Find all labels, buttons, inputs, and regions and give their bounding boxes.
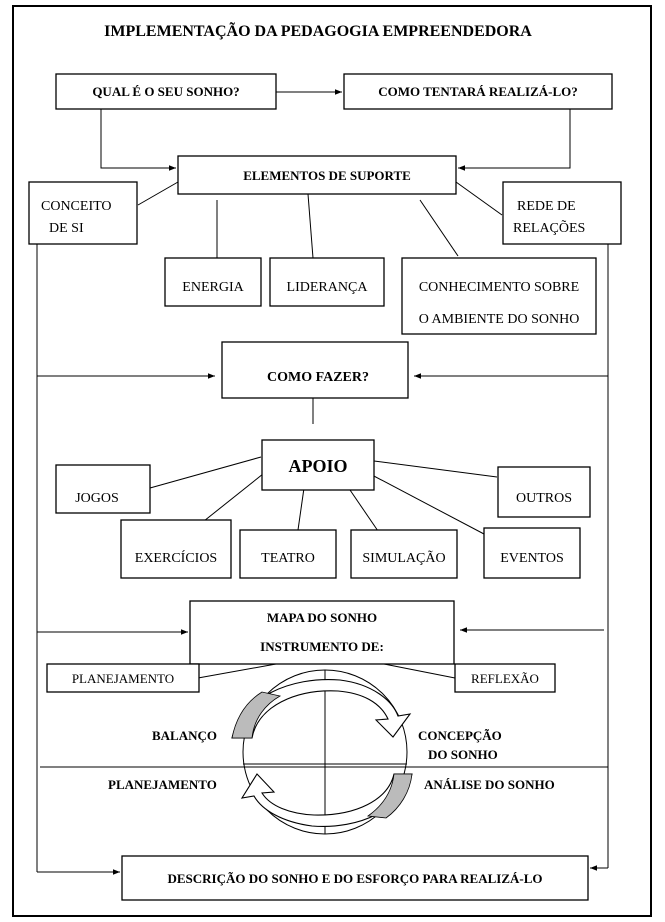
games-box: JOGOS: [55, 464, 151, 514]
simulation-label: SIMULAÇÃO: [362, 550, 445, 566]
cycle-conception-line-1: CONCEPÇÃO: [418, 728, 502, 743]
apoio-label: APOIO: [288, 456, 347, 476]
energy-label: ENERGIA: [182, 280, 244, 295]
dream-box: QUAL É O SEU SONHO?: [55, 73, 277, 110]
games-label: JOGOS: [75, 491, 119, 506]
others-label: OUTROS: [516, 491, 572, 506]
theater-box: TEATRO: [239, 529, 337, 579]
description-label: DESCRIÇÃO DO SONHO E DO ESFORÇO PARA REA…: [167, 871, 542, 886]
how-achieve-label: COMO TENTARÁ REALIZÁ-LO?: [378, 84, 578, 99]
theater-label: TEATRO: [261, 551, 315, 566]
exercises-box: EXERCÍCIOS: [120, 519, 232, 579]
how-achieve-box: COMO TENTARÁ REALIZÁ-LO?: [343, 73, 613, 110]
self-concept-line-2: DE SI: [49, 221, 84, 236]
how-do-label: COMO FAZER?: [267, 370, 369, 385]
events-label: EVENTOS: [500, 551, 564, 566]
leadership-label: LIDERANÇA: [287, 280, 369, 295]
support-label: ELEMENTOS DE SUPORTE: [243, 168, 411, 183]
planning-box: PLANEJAMENTO: [46, 663, 200, 693]
cycle-conception-line-2: DO SONHO: [428, 747, 498, 762]
knowledge-line-2: O AMBIENTE DO SONHO: [419, 312, 580, 327]
map-line-1: MAPA DO SONHO: [267, 610, 377, 625]
knowledge-line-1: CONHECIMENTO SOBRE: [419, 280, 579, 295]
cycle-analysis-label: ANÁLISE DO SONHO: [424, 777, 555, 792]
how-do-box: COMO FAZER?: [221, 341, 409, 399]
events-box: EVENTOS: [483, 527, 581, 579]
exercises-label: EXERCÍCIOS: [135, 549, 217, 566]
self-concept-box: CONCEITO DE SI: [28, 181, 138, 245]
network-box: REDE DE RELAÇÕES: [502, 181, 622, 245]
reflection-box-label: REFLEXÃO: [471, 671, 539, 686]
support-box: ELEMENTOS DE SUPORTE: [177, 155, 457, 195]
description-box: DESCRIÇÃO DO SONHO E DO ESFORÇO PARA REA…: [121, 855, 589, 901]
network-line-2: RELAÇÕES: [513, 219, 585, 236]
map-box: MAPA DO SONHO INSTRUMENTO DE:: [189, 600, 455, 665]
cycle-arrow-bottom-icon: [240, 773, 413, 828]
connectors: [36, 89, 609, 875]
knowledge-box: CONHECIMENTO SOBRE O AMBIENTE DO SONHO: [401, 257, 597, 335]
apoio-box: APOIO: [261, 439, 375, 491]
cycle-gray-top-icon: [231, 691, 282, 739]
diagram-title: IMPLEMENTAÇÃO DA PEDAGOGIA EMPREENDEDORA: [104, 21, 532, 40]
energy-box: ENERGIA: [164, 257, 262, 307]
cycle-balance-label: BALANÇO: [152, 728, 217, 743]
others-box: OUTROS: [497, 466, 591, 518]
page-frame: [12, 5, 652, 917]
self-concept-line-1: CONCEITO: [41, 199, 112, 214]
map-line-2: INSTRUMENTO DE:: [260, 639, 384, 654]
network-line-1: REDE DE: [517, 199, 576, 214]
reflection-box: REFLEXÃO: [454, 663, 556, 693]
planning-box-label: PLANEJAMENTO: [72, 671, 174, 686]
leadership-box: LIDERANÇA: [269, 257, 385, 307]
dream-cycle: [231, 669, 413, 835]
cycle-arrow-top-icon: [231, 678, 412, 739]
dream-label: QUAL É O SEU SONHO?: [92, 84, 239, 99]
cycle-planning-label: PLANEJAMENTO: [108, 777, 217, 792]
simulation-box: SIMULAÇÃO: [350, 529, 458, 579]
cycle-gray-bottom-icon: [366, 773, 413, 819]
